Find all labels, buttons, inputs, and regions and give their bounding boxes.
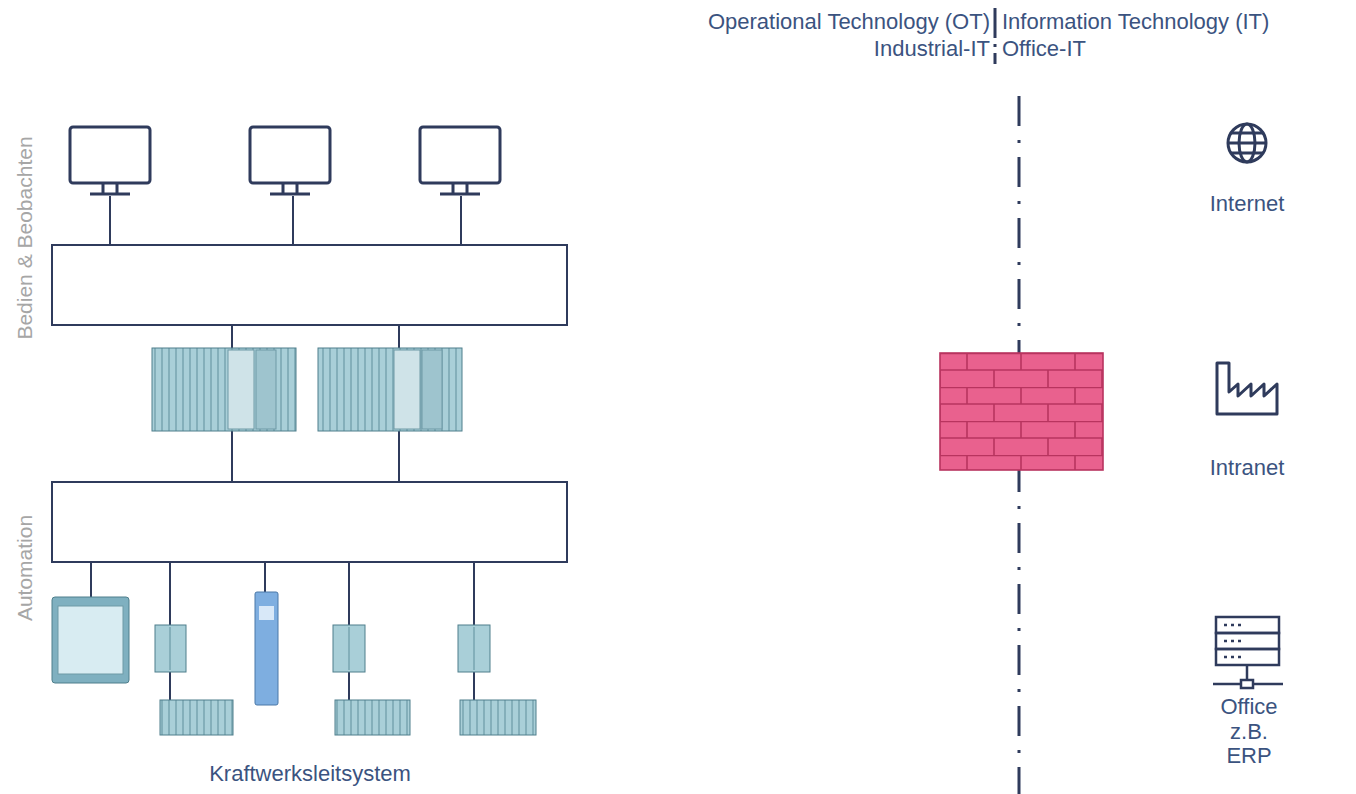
layer-label: Automation: [13, 515, 37, 621]
zone-subheading: Industrial-IT: [874, 36, 990, 61]
field-devices: [52, 592, 536, 735]
monitor-icons: [70, 127, 500, 245]
globe-icon: [1228, 124, 1266, 162]
network-label: Intranet: [1210, 455, 1285, 480]
firewall-icon: [940, 353, 1103, 470]
zone-subheading: Office-IT: [1002, 36, 1086, 61]
factory-icon: [1217, 363, 1277, 414]
network-wires: [91, 325, 474, 700]
zone-heading: Information Technology (IT): [1002, 9, 1269, 34]
system-label: Office z.B. ERP: [1206, 695, 1292, 769]
server-icon: [1213, 617, 1283, 688]
system-caption: Kraftwerksleitsystem: [209, 761, 411, 786]
zone-heading: Operational Technology (OT): [708, 9, 990, 34]
network-label: Internet: [1210, 191, 1285, 216]
layer-label: Bedien & Beobachten: [13, 136, 37, 339]
network-bus: [52, 245, 567, 562]
controller-rack: [152, 348, 462, 431]
